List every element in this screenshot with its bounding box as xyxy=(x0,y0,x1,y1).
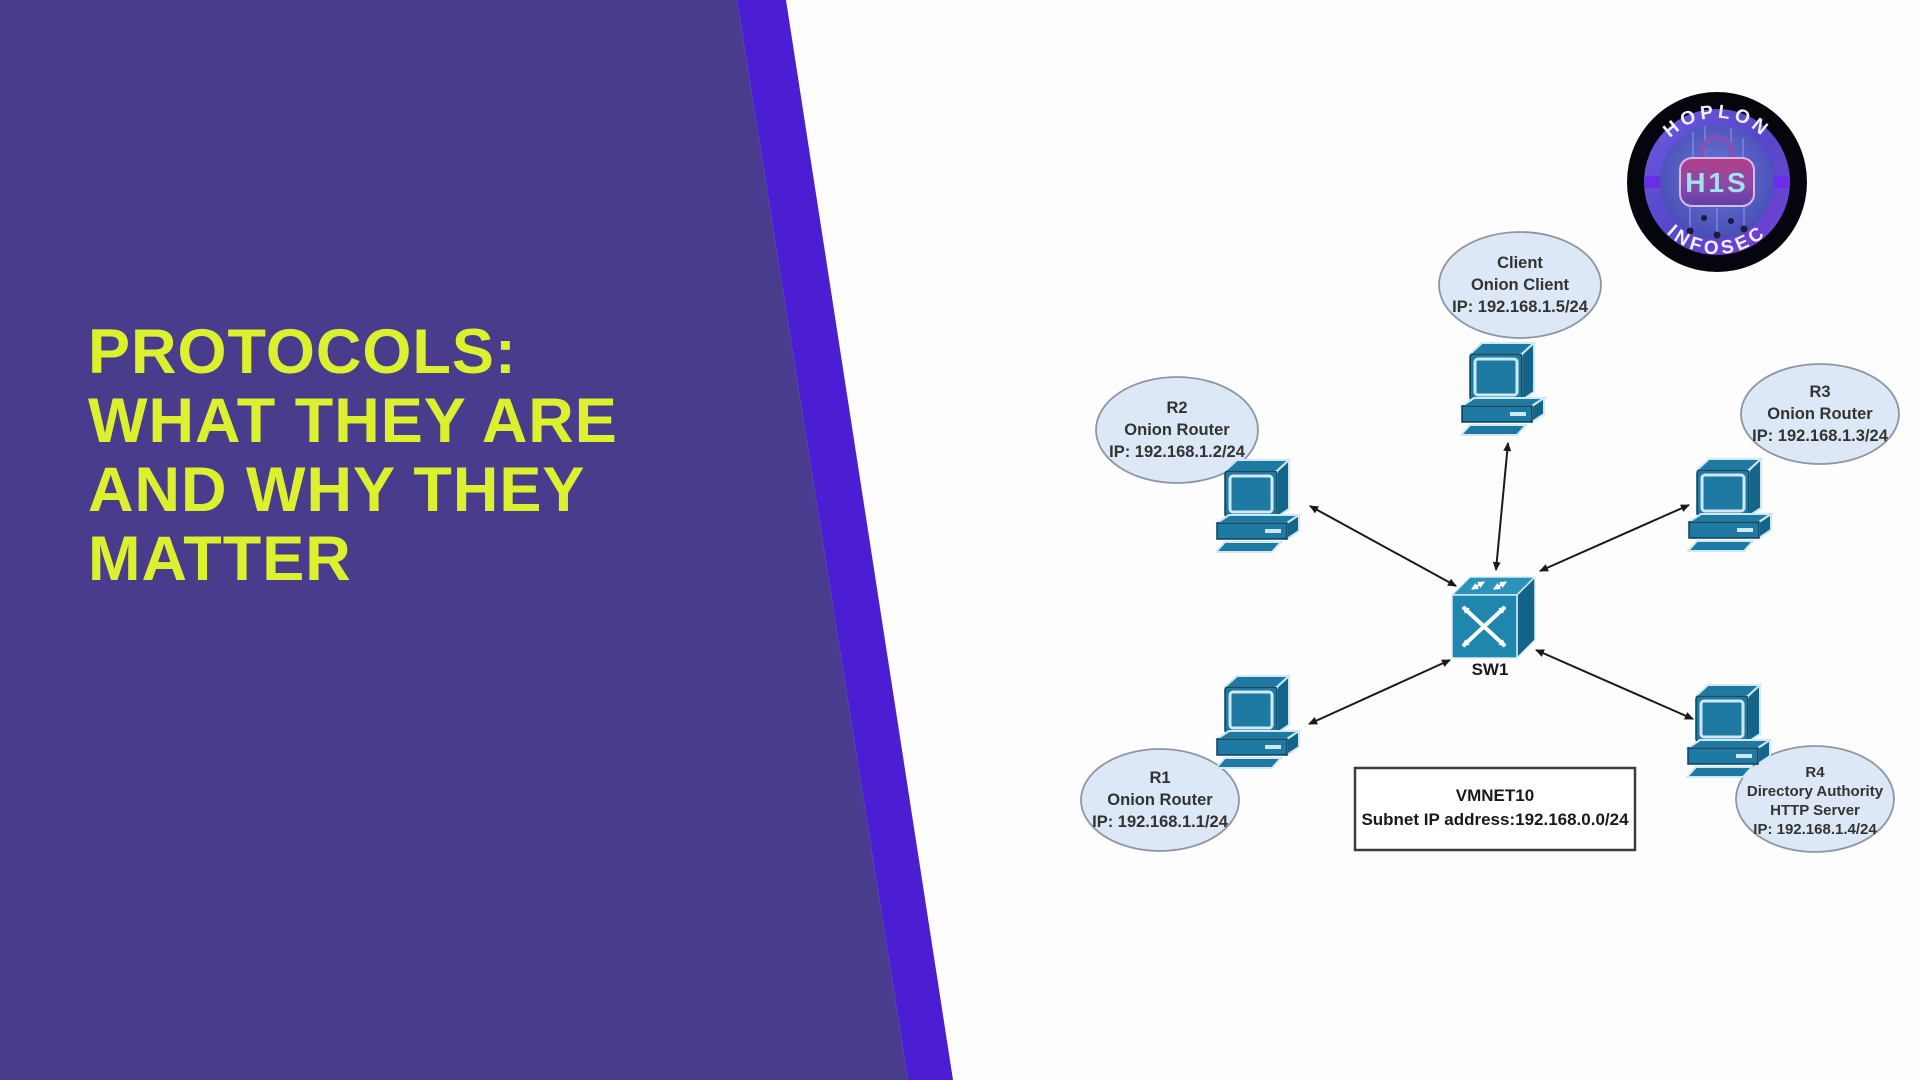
r4-ip: IP: 192.168.1.4/24 xyxy=(1753,821,1877,838)
subnet-name: VMNET10 xyxy=(1456,786,1534,805)
client-ip: IP: 192.168.1.5/24 xyxy=(1452,298,1589,316)
hoplon-infosec-logo: H1S HOPLON INFOSEC xyxy=(1627,92,1807,272)
padlock-body xyxy=(1679,157,1755,207)
logo-center-text: H1S xyxy=(1685,167,1748,198)
r3-computer-icon xyxy=(1687,457,1773,552)
link-r4-sw1 xyxy=(1535,649,1694,720)
r4-computer-icon xyxy=(1686,683,1772,778)
r1-role: Onion Router xyxy=(1107,791,1213,809)
title-line-4: MATTER xyxy=(88,524,352,594)
link-client-sw1 xyxy=(1492,442,1512,571)
client-role: Onion Client xyxy=(1471,276,1570,294)
r4-role2: HTTP Server xyxy=(1770,802,1860,819)
client-ellipse xyxy=(1438,231,1602,339)
switch-icon: SW1 xyxy=(1450,575,1537,679)
r3-role: Onion Router xyxy=(1767,405,1873,423)
r3-ip: IP: 192.168.1.3/24 xyxy=(1752,427,1889,445)
link-r3-sw1 xyxy=(1539,504,1690,572)
r2-ip: IP: 192.168.1.2/24 xyxy=(1109,443,1246,461)
client-name: Client xyxy=(1497,254,1543,272)
link-r2-sw1 xyxy=(1309,505,1457,587)
title-line-3: AND WHY THEY xyxy=(88,455,586,525)
title-line-1: PROTOCOLS: xyxy=(88,317,517,387)
client-computer-icon xyxy=(1460,341,1546,436)
r2-role: Onion Router xyxy=(1124,421,1230,439)
r4-ellipse xyxy=(1735,745,1895,853)
workstation-icons xyxy=(1215,341,1773,778)
r1-name: R1 xyxy=(1149,769,1170,787)
page-title: PROTOCOLS: WHAT THEY ARE AND WHY THEY MA… xyxy=(88,318,688,594)
connection-arrows xyxy=(1308,442,1694,725)
switch-label: SW1 xyxy=(1472,660,1509,679)
r4-role1: Directory Authority xyxy=(1747,783,1884,800)
r2-computer-icon xyxy=(1215,458,1301,553)
r2-name: R2 xyxy=(1166,399,1187,417)
padlock-shackle xyxy=(1699,135,1735,158)
r3-name: R3 xyxy=(1809,383,1830,401)
r1-ip: IP: 192.168.1.1/24 xyxy=(1092,813,1229,831)
r1-ellipse xyxy=(1080,748,1240,852)
r2-ellipse xyxy=(1095,376,1259,484)
node-labels: Client Onion Client IP: 192.168.1.5/24 R… xyxy=(1092,254,1889,838)
subnet-box: VMNET10 Subnet IP address:192.168.0.0/24 xyxy=(1353,766,1637,852)
r1-computer-icon xyxy=(1215,674,1301,769)
r4-name: R4 xyxy=(1805,764,1825,781)
node-ellipses xyxy=(1080,231,1900,853)
subnet-ip: Subnet IP address:192.168.0.0/24 xyxy=(1361,810,1629,829)
r3-ellipse xyxy=(1740,363,1900,465)
link-r1-sw1 xyxy=(1308,659,1451,725)
title-line-2: WHAT THEY ARE xyxy=(88,386,618,456)
